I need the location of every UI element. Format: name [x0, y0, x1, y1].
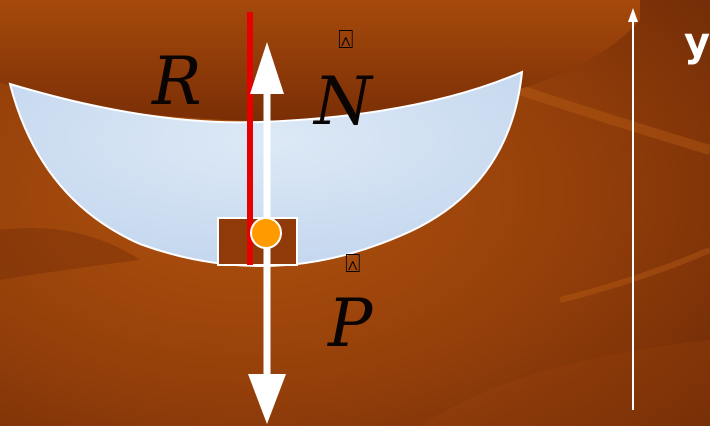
- weight-vector-mark: ⍓: [345, 249, 361, 279]
- y-axis: [628, 8, 638, 410]
- background-streaks: [0, 85, 710, 426]
- radius-label: R: [151, 43, 202, 120]
- normal-force-arrow: [250, 42, 284, 235]
- axis-label: y: [684, 20, 710, 66]
- normal-vector-mark: ⍓: [338, 25, 354, 55]
- weight-label: P: [327, 285, 374, 362]
- weight-arrow: [248, 235, 286, 424]
- normal-force-label: N: [312, 63, 374, 140]
- body-point: [250, 217, 282, 249]
